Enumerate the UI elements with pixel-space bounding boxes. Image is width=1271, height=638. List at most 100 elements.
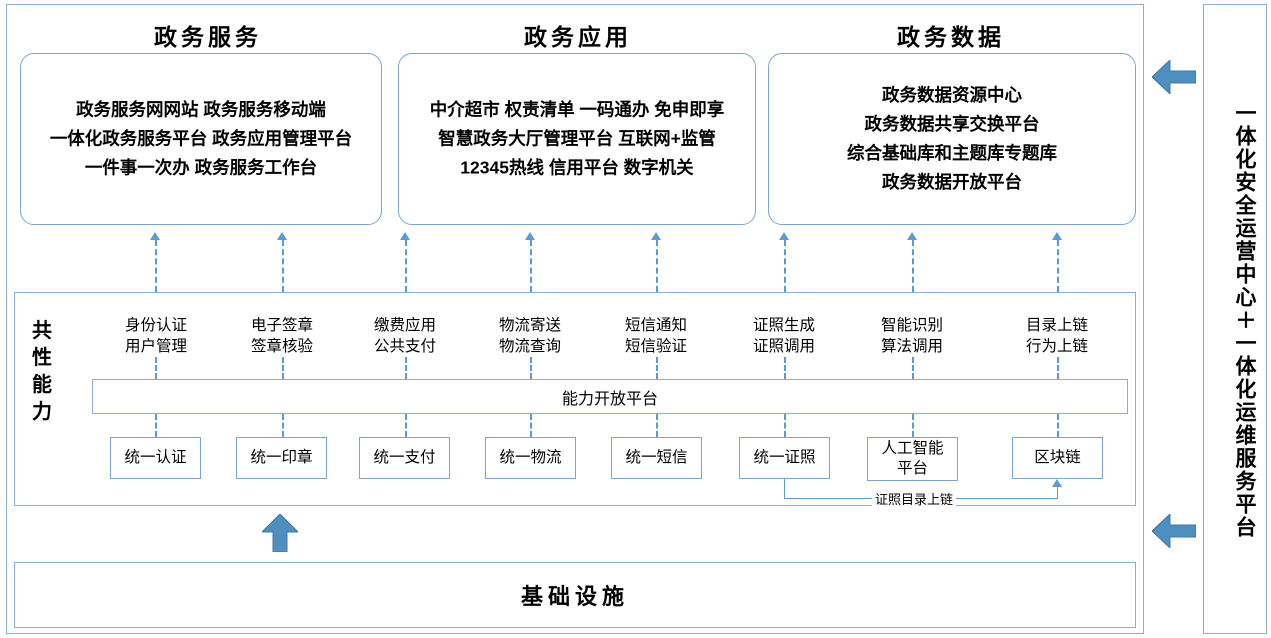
dashed-arrow-up-4 — [525, 232, 535, 240]
capability-box-unified-auth[interactable]: 统一认证 — [110, 437, 201, 479]
dashed-connector-6 — [784, 240, 786, 292]
capability-box-ai-platform-label-1: 人工智能 — [881, 440, 944, 457]
capability-head-2: 电子签章 签章核验 — [234, 315, 330, 357]
gd-line-3: 综合基础库和主题库专题库 — [847, 143, 1057, 163]
mid-dashed-8 — [1057, 357, 1059, 379]
capability-box-ai-platform[interactable]: 人工智能 平台 — [867, 437, 958, 481]
capability-head-6-line2: 证照调用 — [752, 338, 815, 355]
capability-head-2-line1: 电子签章 — [250, 317, 313, 334]
top-band: 政务服务 政务应用 政务数据 政务服务网网站 政务服务移动端 一体化政务服务平台… — [6, 4, 1144, 232]
dashed-arrow-up-5 — [651, 232, 661, 240]
infrastructure-title: 基础设施 — [520, 584, 629, 609]
arrow-up-icon — [260, 513, 300, 553]
mid-dashed-7 — [912, 357, 914, 379]
mid-dashed-b4 — [530, 414, 532, 437]
gs-line-2: 一体化政务服务平台 政务应用管理平台 — [49, 128, 353, 149]
column-title-government-data: 政务数据 — [897, 24, 1005, 50]
dashed-arrow-up-1 — [150, 232, 160, 240]
mid-dashed-4 — [530, 357, 532, 379]
capability-box-unified-seal[interactable]: 统一印章 — [236, 437, 327, 479]
mid-dashed-5 — [656, 357, 658, 379]
box-government-service[interactable]: 政务服务网网站 政务服务移动端 一体化政务服务平台 政务应用管理平台 一件事一次… — [20, 53, 382, 225]
gs-line-1: 政务服务网网站 政务服务移动端 — [76, 99, 326, 120]
capability-head-8-line1: 目录上链 — [1025, 317, 1088, 334]
capability-head-7-line1: 智能识别 — [880, 317, 943, 334]
cc-label-c1: 共 — [32, 320, 52, 342]
capability-box-unified-logistics[interactable]: 统一物流 — [485, 437, 576, 479]
cc-label-c4: 力 — [32, 401, 52, 423]
arrow-left-top — [1151, 58, 1197, 96]
right-panel-frame — [1203, 4, 1267, 634]
capability-head-1-line1: 身份认证 — [124, 317, 187, 334]
capability-box-unified-logistics-label: 统一物流 — [499, 449, 562, 466]
gd-line-4: 政务数据开放平台 — [882, 172, 1022, 192]
mid-dashed-b3 — [405, 414, 407, 437]
capability-box-ai-platform-label-2: 平台 — [896, 460, 928, 477]
mid-dashed-3 — [405, 357, 407, 379]
cc-label-c2: 性 — [32, 347, 52, 369]
link-segment-vertical-license — [784, 479, 785, 499]
capability-box-unified-seal-label: 统一印章 — [250, 449, 313, 466]
dashed-arrow-up-6 — [779, 232, 789, 240]
mid-dashed-b1 — [155, 414, 157, 437]
arrow-left-icon — [1151, 512, 1197, 550]
dashed-connector-2 — [282, 240, 284, 292]
ga-line-2: 智慧政务大厅管理平台 互联网+监管 — [438, 128, 716, 149]
capability-box-unified-auth-label: 统一认证 — [124, 449, 187, 466]
open-platform-label: 能力开放平台 — [561, 390, 658, 408]
gd-line-1: 政务数据资源中心 — [882, 85, 1022, 105]
mid-dashed-2 — [282, 357, 284, 379]
capability-head-3: 缴费应用 公共支付 — [357, 315, 453, 357]
box-government-data-lines: 政务数据资源中心 政务数据共享交换平台 综合基础库和主题库专题库 政务数据开放平… — [769, 81, 1135, 197]
capability-head-7: 智能识别 算法调用 — [864, 315, 960, 357]
capability-head-4-line1: 物流寄送 — [498, 317, 561, 334]
capability-head-5-line1: 短信通知 — [624, 317, 687, 334]
mid-dashed-b6 — [784, 414, 786, 437]
dashed-connector-8 — [1057, 240, 1059, 292]
capability-head-1: 身份认证 用户管理 — [108, 315, 204, 357]
capability-head-1-line2: 用户管理 — [124, 338, 187, 355]
arrow-up-infrastructure — [260, 513, 300, 553]
capability-box-blockchain-label: 区块链 — [1034, 449, 1081, 466]
capability-box-unified-license[interactable]: 统一证照 — [739, 437, 830, 479]
capability-head-8: 目录上链 行为上链 — [1009, 315, 1105, 357]
link-segment-vertical-blockchain — [1057, 487, 1058, 499]
gs-line-3: 一件事一次办 政务服务工作台 — [84, 157, 318, 178]
capability-box-unified-sms[interactable]: 统一短信 — [611, 437, 702, 479]
dashed-arrow-up-7 — [907, 232, 917, 240]
column-title-government-application: 政务应用 — [524, 24, 632, 50]
arrow-left-bottom — [1151, 512, 1197, 550]
box-government-data[interactable]: 政务数据资源中心 政务数据共享交换平台 综合基础库和主题库专题库 政务数据开放平… — [768, 53, 1136, 225]
capability-box-unified-sms-label: 统一短信 — [625, 449, 688, 466]
capability-head-5: 短信通知 短信验证 — [608, 315, 704, 357]
box-government-application[interactable]: 中介超市 权责清单 一码通办 免申即享 智慧政务大厅管理平台 互联网+监管 12… — [398, 53, 756, 225]
ga-line-1: 中介超市 权责清单 一码通办 免申即享 — [429, 99, 725, 120]
dashed-connector-1 — [155, 240, 157, 292]
infrastructure-frame[interactable]: 基础设施 — [14, 562, 1136, 628]
capability-box-unified-payment-label: 统一支付 — [373, 449, 436, 466]
arrow-left-icon — [1151, 58, 1197, 96]
column-title-government-service: 政务服务 — [154, 24, 262, 50]
capability-head-2-line2: 签章核验 — [250, 338, 313, 355]
dashed-arrow-up-2 — [277, 232, 287, 240]
common-capability-label: 共 性 能 力 — [22, 318, 62, 426]
capability-box-unified-payment[interactable]: 统一支付 — [359, 437, 450, 479]
open-platform-bar[interactable]: 能力开放平台 — [92, 379, 1128, 414]
mid-dashed-b8 — [1057, 414, 1059, 437]
mid-dashed-b7 — [912, 414, 914, 437]
box-government-application-lines: 中介超市 权责清单 一码通办 免申即享 智慧政务大厅管理平台 互联网+监管 12… — [399, 96, 755, 183]
link-label-license-catalog: 证照目录上链 — [872, 489, 957, 508]
capability-head-5-line2: 短信验证 — [624, 338, 687, 355]
dashed-connector-7 — [912, 240, 914, 292]
box-government-service-lines: 政务服务网网站 政务服务移动端 一体化政务服务平台 政务应用管理平台 一件事一次… — [21, 96, 381, 183]
dashed-arrow-up-8 — [1052, 232, 1062, 240]
capability-box-blockchain[interactable]: 区块链 — [1012, 437, 1103, 479]
dashed-connector-3 — [405, 240, 407, 292]
gd-line-2: 政务数据共享交换平台 — [864, 114, 1040, 134]
link-arrow-up-blockchain — [1052, 479, 1062, 487]
mid-dashed-b2 — [282, 414, 284, 437]
ga-line-3: 12345热线 信用平台 数字机关 — [460, 157, 694, 178]
dashed-connector-5 — [656, 240, 658, 292]
right-panel-title: 一体化安全运营中心＋一体化运维服务平台 — [1233, 101, 1256, 539]
